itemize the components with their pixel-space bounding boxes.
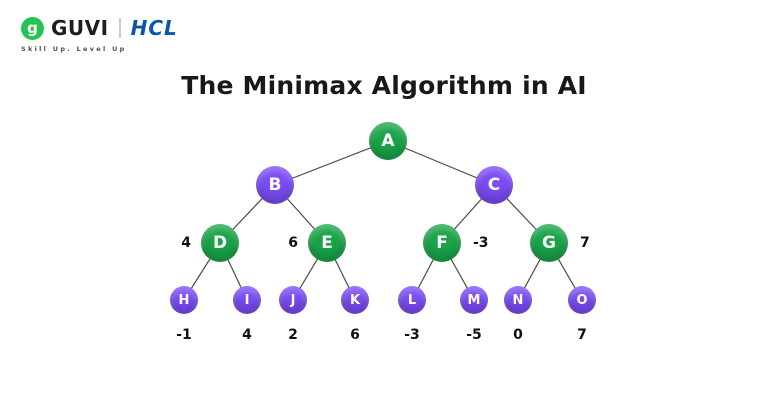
tree-node-H: H [170, 286, 198, 314]
tree-node-N: N [504, 286, 532, 314]
tree-node-I: I [233, 286, 261, 314]
tree-node-E: E [308, 224, 346, 262]
tree-node-K: K [341, 286, 369, 314]
guvi-g-icon: g [21, 16, 44, 40]
tree-node-O: O [568, 286, 596, 314]
tree-node-F: F [423, 224, 461, 262]
logo-divider-bar [118, 18, 121, 38]
node-value-O: 7 [577, 327, 587, 343]
tree-node-J: J [279, 286, 307, 314]
tree-node-G: G [530, 224, 568, 262]
tree-node-M: M [460, 286, 488, 314]
node-value-L: -3 [404, 327, 420, 343]
logo: g GUVI HCL Skill Up. Level Up [21, 16, 178, 53]
tree-node-A: A [369, 122, 407, 160]
tree-edge-A-B [274, 140, 389, 186]
tree-node-L: L [398, 286, 426, 314]
node-value-G: 7 [580, 235, 590, 251]
node-value-M: -5 [466, 327, 482, 343]
node-value-I: 4 [242, 327, 252, 343]
node-value-F: -3 [473, 235, 489, 251]
logo-row: g GUVI HCL [21, 16, 178, 40]
page-title: The Minimax Algorithm in AI [181, 71, 587, 100]
node-value-H: -1 [176, 327, 192, 343]
tree-node-B: B [256, 166, 294, 204]
node-value-N: 0 [513, 327, 523, 343]
node-value-D: 4 [181, 235, 191, 251]
tree-node-D: D [201, 224, 239, 262]
hcl-wordmark: HCL [130, 16, 178, 40]
node-value-K: 6 [350, 327, 360, 343]
tree-node-C: C [475, 166, 513, 204]
guvi-wordmark: GUVI [51, 16, 109, 40]
node-value-E: 6 [288, 235, 298, 251]
node-value-J: 2 [288, 327, 298, 343]
logo-tagline: Skill Up. Level Up [21, 45, 127, 53]
